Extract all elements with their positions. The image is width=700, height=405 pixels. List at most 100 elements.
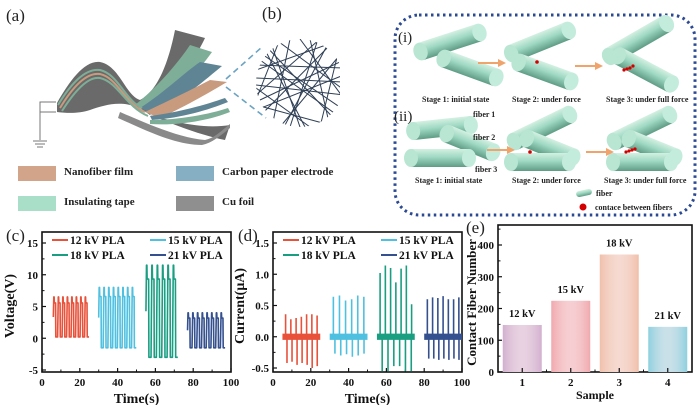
carbon-swatch: [176, 166, 214, 181]
legend-label: Nanofiber film: [64, 166, 134, 178]
legend-item: 21 kV PLA: [381, 250, 454, 262]
panel-label-c: (c): [6, 226, 25, 245]
y-tick-label: 0: [489, 367, 495, 379]
panel-label-d: (d): [238, 226, 258, 245]
carbon-electrode-layer: [140, 62, 222, 115]
legend-label: Carbon paper electrode: [222, 166, 334, 178]
legend-item: 12 kV PLA: [52, 235, 125, 247]
legend-label: 15 kV PLA: [399, 235, 454, 247]
bar-1: [502, 325, 542, 372]
key-fiber-label: fiber: [596, 189, 613, 198]
y-tick-label: 1.0: [255, 269, 269, 281]
fiber: [439, 124, 501, 162]
legend-item: 15 kV PLA: [150, 235, 223, 247]
y-tick-label: 15: [27, 238, 39, 250]
y-tick-label: 0.5: [255, 301, 269, 313]
series-21-kv-pla: [186, 312, 226, 349]
fiber: [504, 153, 576, 171]
fiber: [611, 47, 679, 93]
x-tick-label: 4: [665, 377, 671, 389]
fiber: [511, 53, 579, 91]
legend-label: 21 kV PLA: [168, 250, 223, 262]
bar-4: [648, 326, 688, 372]
fiber-key-icon: [576, 188, 592, 198]
key-contact-label: contace between fibers: [595, 203, 672, 212]
x-axis-label: Time(s): [114, 392, 160, 405]
legend-item: 12 kV PLA: [283, 235, 356, 247]
legend-label: Insulating tape: [64, 196, 135, 208]
series-line: [97, 286, 137, 349]
contact-dot: [528, 150, 532, 154]
legend-item: 18 kV PLA: [283, 250, 356, 262]
nanofiber-film-layer: [145, 80, 227, 118]
stage1-label-ii: Stage 1: initial state: [415, 176, 483, 185]
bar-data-label: 15 kV: [557, 285, 584, 296]
device-illustration: [33, 30, 340, 148]
noise-band: [329, 333, 368, 340]
insulating-tape-layer: [135, 45, 212, 112]
arrow-stage2-to-3: [575, 62, 603, 70]
fiber: [436, 49, 504, 87]
x-tick-label: 40: [112, 377, 124, 389]
contact-dots-stage3-ii: [624, 147, 637, 154]
series-15-kv-pla: [97, 286, 137, 349]
panel-label-a: (a): [6, 6, 25, 25]
arrow-stage1-to-2: [478, 59, 506, 67]
legend-label: Cu foil: [222, 196, 255, 208]
x-tick-label: 0: [270, 377, 276, 389]
fiber: [404, 149, 476, 167]
series-line: [186, 312, 226, 349]
series-18-kv-pla: [145, 264, 178, 359]
y-tick-label: -5: [29, 365, 39, 377]
legend-item: 15 kV PLA: [381, 235, 454, 247]
lower-gray-sheet: [118, 112, 230, 145]
ground-wire: [39, 101, 56, 140]
x-tick-label: 0: [39, 377, 45, 389]
ground-icon: [33, 140, 47, 148]
x-tick-label: 20: [74, 377, 86, 389]
series-15-kv-pla: [329, 295, 368, 357]
stage1-label: Stage 1: initial state: [422, 95, 490, 104]
y-tick-label: 0: [33, 333, 39, 345]
y-tick-label: 1.5: [255, 238, 269, 250]
x-tick-label: 3: [617, 377, 623, 389]
x-axis-label: Time(s): [345, 392, 391, 405]
bar-3: [599, 254, 639, 372]
series-21-kv-pla: [424, 296, 462, 360]
contact-dots-stage3: [622, 64, 635, 72]
x-tick-label: 80: [419, 377, 431, 389]
y-tick-label: 400: [478, 240, 495, 252]
fiber: [413, 23, 487, 61]
x-tick-label: 80: [188, 377, 200, 389]
legend-item: 21 kV PLA: [150, 250, 223, 262]
bar-highlight: [502, 325, 542, 372]
y-tick-label: 10: [27, 270, 39, 282]
y-axis-label: Voltage(V): [3, 274, 18, 338]
insulating-swatch: [18, 196, 56, 211]
x-tick-label: 40: [343, 377, 355, 389]
fiber-contact-diagram: (i) (ii) Stage 1: initial state Stage 2:…: [393, 13, 697, 217]
x-axis-label: Sample: [576, 388, 615, 402]
bar-highlight: [648, 326, 688, 372]
panel-label-b: (b): [262, 4, 282, 23]
bar-data-label: 18 kV: [606, 239, 633, 250]
fiber: [606, 153, 678, 171]
row-label-i: (i): [398, 30, 412, 46]
legend-label: 21 kV PLA: [399, 250, 454, 262]
stage3-label-ii: Stage 3: under full force: [604, 176, 687, 185]
x-tick-label: 60: [381, 377, 393, 389]
y-tick-label: 100: [478, 335, 495, 347]
legend-label: 15 kV PLA: [168, 235, 223, 247]
bar-data-label: 12 kV: [509, 309, 536, 320]
bar-highlight: [599, 254, 639, 372]
y-tick-label: 0.0: [255, 332, 269, 344]
y-tick-label: 200: [478, 304, 495, 316]
series-line: [145, 264, 178, 359]
fiber2-label: fiber 2: [473, 133, 495, 142]
cu-swatch: [176, 196, 214, 211]
series-18-kv-pla: [376, 265, 415, 372]
diagram-border: [393, 13, 697, 217]
